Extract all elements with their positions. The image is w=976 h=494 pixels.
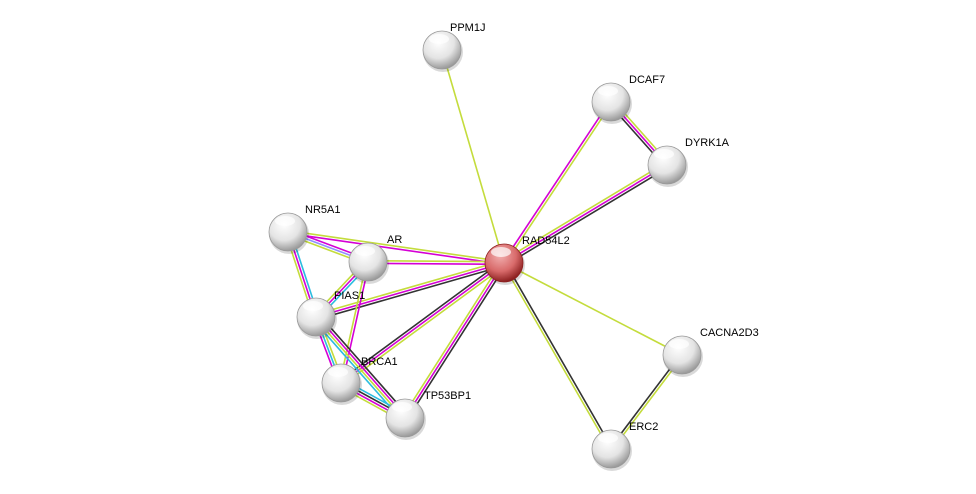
- node-highlight: [669, 339, 689, 349]
- node-label: DYRK1A: [685, 137, 730, 149]
- node-label: BRCA1: [361, 356, 398, 368]
- node-tp53bp1[interactable]: TP53BP1: [385, 390, 471, 440]
- node-ar[interactable]: AR: [348, 234, 402, 284]
- node-highlight: [275, 216, 295, 226]
- edge-rad54l2-dcaf7-textmining[interactable]: [504, 102, 613, 265]
- node-erc2[interactable]: ERC2: [591, 421, 658, 471]
- node-label: ERC2: [629, 421, 658, 433]
- node-dyrk1a[interactable]: DYRK1A: [647, 137, 730, 187]
- node-nr5a1[interactable]: NR5A1: [268, 204, 340, 254]
- edge-ar-brca1-textmining[interactable]: [338, 261, 368, 383]
- edge-rad54l2-tp53bp1-experiments[interactable]: [404, 262, 505, 419]
- node-label: PPM1J: [450, 22, 485, 34]
- edge-rad54l2-ppm1j-textmining[interactable]: [441, 49, 505, 264]
- node-highlight: [355, 246, 375, 256]
- edge-rad54l2-dcaf7-experiments[interactable]: [502, 100, 611, 263]
- edge-rad54l2-ar-experiments[interactable]: [367, 262, 504, 266]
- edge-rad54l2-nr5a1-experiments[interactable]: [287, 232, 504, 266]
- node-highlight: [654, 149, 674, 159]
- edge-rad54l2-tp53bp1-textmining[interactable]: [402, 261, 503, 418]
- edge-rad54l2-brca1-textmining[interactable]: [342, 264, 507, 386]
- node-label: DCAF7: [629, 74, 665, 86]
- node-rad54l2[interactable]: RAD54L2: [484, 235, 570, 285]
- node-label: RAD54L2: [522, 235, 570, 247]
- edge-cacna2d3-erc2-coexpression[interactable]: [609, 353, 682, 449]
- node-highlight: [491, 247, 511, 257]
- node-ppm1j[interactable]: PPM1J: [422, 22, 485, 72]
- edge-rad54l2-pias1-coexpression[interactable]: [316, 264, 505, 321]
- edge-rad54l2-dyrk1a-coexpression[interactable]: [504, 166, 669, 266]
- node-highlight: [328, 367, 348, 377]
- node-highlight: [303, 301, 323, 311]
- edge-rad54l2-erc2-textmining[interactable]: [502, 263, 611, 451]
- node-highlight: [598, 433, 618, 443]
- edge-cacna2d3-erc2-textmining[interactable]: [611, 355, 684, 451]
- edge-rad54l2-nr5a1-textmining[interactable]: [288, 229, 505, 263]
- edge-rad54l2-dyrk1a-textmining[interactable]: [502, 162, 667, 262]
- edge-rad54l2-brca1-coexpression[interactable]: [338, 260, 503, 382]
- node-label: TP53BP1: [424, 390, 471, 402]
- node-cacna2d3[interactable]: CACNA2D3: [662, 327, 759, 377]
- node-label: PIAS1: [334, 290, 365, 302]
- node-brca1[interactable]: BRCA1: [321, 356, 398, 405]
- node-label: AR: [387, 234, 402, 246]
- node-label: NR5A1: [305, 204, 340, 216]
- edge-pias1-tp53bp1-experiments[interactable]: [316, 315, 407, 418]
- edge-rad54l2-erc2-coexpression[interactable]: [504, 261, 613, 449]
- edge-rad54l2-cacna2d3-textmining[interactable]: [503, 262, 683, 356]
- edge-ar-brca1-experiments[interactable]: [341, 262, 371, 384]
- edge-rad54l2-tp53bp1-coexpression[interactable]: [406, 263, 507, 420]
- edge-rad54l2-pias1-experiments[interactable]: [315, 262, 505, 318]
- node-label: CACNA2D3: [700, 327, 759, 339]
- edge-rad54l2-dyrk1a-experiments[interactable]: [503, 164, 668, 264]
- node-dcaf7[interactable]: DCAF7: [591, 74, 665, 124]
- node-highlight: [392, 402, 412, 412]
- edge-pias1-tp53bp1-textmining[interactable]: [314, 317, 405, 420]
- node-highlight: [598, 86, 618, 96]
- node-pias1[interactable]: PIAS1: [296, 290, 365, 339]
- edge-rad54l2-brca1-experiments[interactable]: [340, 262, 505, 384]
- node-highlight: [429, 34, 449, 44]
- edge-rad54l2-ar-textmining[interactable]: [368, 259, 505, 263]
- edge-pias1-tp53bp1-coexpression[interactable]: [318, 313, 409, 416]
- edge-rad54l2-pias1-textmining[interactable]: [315, 259, 504, 316]
